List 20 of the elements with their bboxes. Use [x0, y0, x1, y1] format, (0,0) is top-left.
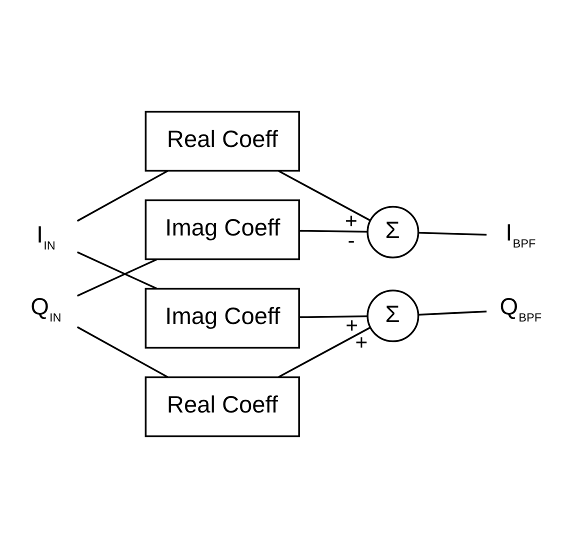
node-text: Q$_{BPF}$: [500, 294, 542, 325]
node-text: Q$_{IN}$: [30, 294, 62, 325]
connector: [418, 232, 487, 236]
connector: [299, 315, 368, 318]
connector: [418, 310, 487, 316]
node-circle: Σ: [366, 290, 420, 342]
connector: [76, 326, 168, 378]
connector: [278, 170, 371, 222]
connector: [299, 230, 368, 233]
connector: [77, 258, 158, 297]
node-circle: Σ: [366, 206, 420, 258]
connector: [76, 170, 168, 222]
node-text: I$_{IN}$: [36, 222, 56, 253]
connector: [77, 251, 158, 290]
node-box: Real Coeff: [144, 110, 300, 172]
connector: [278, 326, 371, 378]
node-box: Imag Coeff: [144, 199, 300, 260]
node-text: I$_{BPF}$: [506, 220, 536, 250]
node-box: Imag Coeff: [144, 288, 300, 349]
node-box: Real Coeff: [144, 376, 300, 438]
